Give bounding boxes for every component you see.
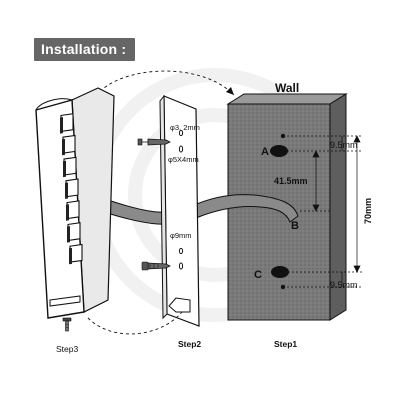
screw-bottom-icon	[141, 261, 171, 271]
dimension-lines	[279, 135, 362, 288]
spec-middle-hole: φ9mm	[170, 231, 192, 240]
keypad-device	[35, 87, 115, 319]
installation-title: Installation :	[34, 38, 136, 61]
bottom-screw-icon	[62, 317, 72, 332]
wall-block	[226, 93, 348, 321]
hole-a-label: A	[261, 146, 269, 158]
dim-top-offset: 9.5mm	[330, 140, 358, 150]
wall-label: Wall	[275, 81, 299, 95]
dim-bottom-offset: 9.5mm	[330, 280, 358, 290]
screw-top-icon	[137, 138, 171, 146]
spec-top-hole: φ3. 2mm	[170, 123, 200, 132]
mounting-plate	[159, 94, 200, 327]
hole-c-label: C	[254, 269, 262, 281]
assembly-arrows	[87, 70, 235, 335]
dim-a-to-b: 41.5mm	[274, 176, 308, 186]
spec-screw: φ5X4mm	[168, 155, 199, 164]
step2-label: Step2	[178, 339, 201, 349]
hole-b-label: B	[291, 220, 299, 232]
step1-label: Step1	[274, 339, 297, 349]
step3-label: Step3	[56, 344, 78, 354]
arrow-head-top	[226, 87, 234, 95]
dim-a-to-c: 70mm	[363, 198, 373, 224]
